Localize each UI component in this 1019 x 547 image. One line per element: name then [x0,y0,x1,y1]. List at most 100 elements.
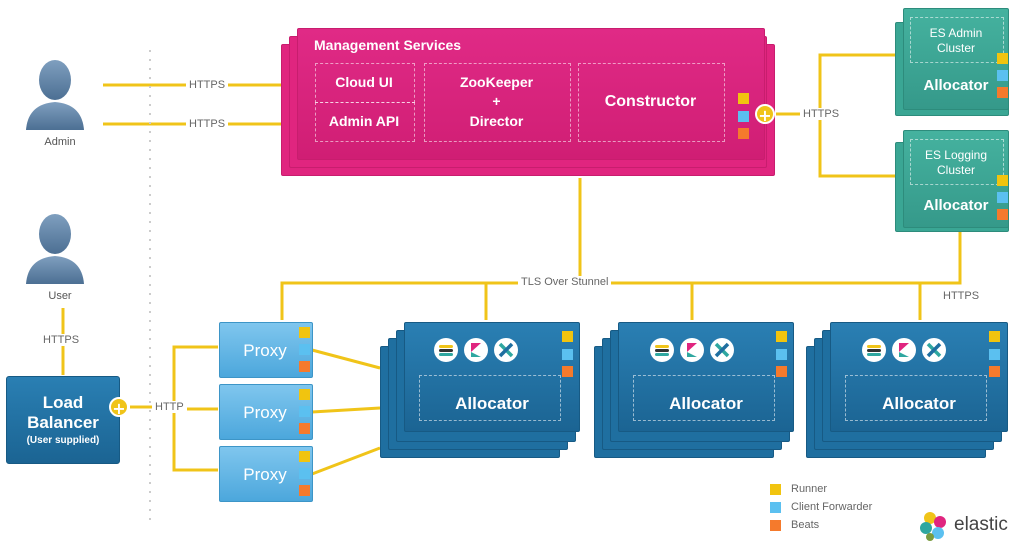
elastic-brand-text: elastic [954,514,1008,535]
elasticsearch-icon [434,338,458,362]
kibana-icon [680,338,704,362]
management-services-box: Management Services Cloud UI Admin API Z… [297,28,765,160]
proxy-box: Proxy [219,322,313,378]
es-admin-subtitle: Cluster [936,41,975,55]
forwarder-indicator [299,406,310,417]
kibana-icon [892,338,916,362]
beats-indicator [299,361,310,372]
beats-indicator [997,209,1008,220]
forwarder-indicator [738,111,749,122]
legend-runner-label: Runner [791,483,828,495]
es-logging-title: ES Logging [924,148,988,162]
es-admin-inner [910,17,1004,63]
forwarder-indicator [989,349,1000,360]
lb-line1: Load [42,393,84,412]
plus-icon: + [755,104,775,125]
legend-runner-swatch [770,484,781,495]
runner-indicator [299,451,310,462]
elasticsearch-icon [862,338,886,362]
es-admin-allocator: Allocator [923,77,989,94]
es-logging-allocator: Allocator [923,197,989,214]
beats-indicator [776,366,787,377]
runner-indicator [997,175,1008,186]
lb-line3: (User supplied) [26,435,100,446]
allocator-inner [845,375,987,421]
person-icon [26,214,84,284]
x-icon [922,338,946,362]
proxy-label: Proxy [243,465,287,484]
lb-line2: Balancer [27,413,99,432]
beats-indicator [997,87,1008,98]
constructor-box [578,63,725,142]
runner-indicator [562,331,573,342]
cloud-ui-label: Cloud UI [335,74,393,90]
runner-indicator [776,331,787,342]
forwarder-indicator [776,349,787,360]
zookeeper-box [424,63,571,142]
user-label: User [48,290,72,302]
forwarder-indicator [562,349,573,360]
admin-api-label: Admin API [328,113,400,129]
proxy-box: Proxy [219,384,313,440]
forwarder-indicator [997,192,1008,203]
beats-indicator [299,423,310,434]
https-label: HTTPS [40,334,83,346]
allocator-inner [419,375,561,421]
forwarder-indicator [299,468,310,479]
zookeeper-label: ZooKeeper [459,74,534,90]
elastic-logo-icon [920,512,946,541]
person-icon [26,60,84,130]
legend-forwarder-swatch [770,502,781,513]
beats-indicator [299,485,310,496]
beats-indicator [562,366,573,377]
runner-indicator [997,53,1008,64]
forwarder-indicator [997,70,1008,81]
kibana-icon [464,338,488,362]
allocator-label: Allocator [455,394,529,413]
es-logging-inner [910,139,1004,185]
eslog-alloc-link [920,230,962,285]
load-balancer-box: Load Balancer (User supplied) [6,376,120,464]
es-admin-cluster-box: ES Admin Cluster Allocator [903,8,1009,110]
allocator-label: Allocator [882,394,956,413]
https-label: HTTPS [800,108,843,120]
mgmt-title: Management Services [314,37,462,53]
runner-indicator [738,93,749,104]
es-logging-subtitle: Cluster [936,163,975,177]
proxy-label: Proxy [243,403,287,422]
legend-forwarder-label: Client Forwarder [791,501,873,513]
plus-icon: + [109,397,129,418]
forwarder-indicator [299,344,310,355]
allocator-box: Allocator [404,322,580,432]
legend-beats-swatch [770,520,781,531]
director-label: Director [469,113,524,129]
runner-indicator [299,327,310,338]
x-icon [494,338,518,362]
es-admin-title: ES Admin [929,26,983,40]
allocator-label: Allocator [669,394,743,413]
https-label: HTTPS [186,118,229,130]
proxy-label: Proxy [243,341,287,360]
admin-api-box [315,102,415,142]
allocator-box: Allocator [618,322,794,432]
runner-indicator [989,331,1000,342]
es-logging-cluster-box: ES Logging Cluster Allocator [903,130,1009,228]
beats-indicator [738,128,749,139]
runner-indicator [299,389,310,400]
beats-indicator [989,366,1000,377]
admin-label: Admin [44,136,76,148]
zookeeper-plus: + [492,93,501,109]
allocator-inner [633,375,775,421]
http-label: HTTP [152,401,187,413]
https-label: HTTPS [940,290,983,302]
elasticsearch-icon [650,338,674,362]
constructor-label: Constructor [604,93,697,110]
x-icon [710,338,734,362]
allocator-box: Allocator [830,322,1008,432]
tls-label: TLS Over Stunnel [518,276,612,288]
tls-bus [280,281,920,320]
legend-beats-label: Beats [791,519,820,531]
proxy-box: Proxy [219,446,313,502]
https-label: HTTPS [186,79,229,91]
